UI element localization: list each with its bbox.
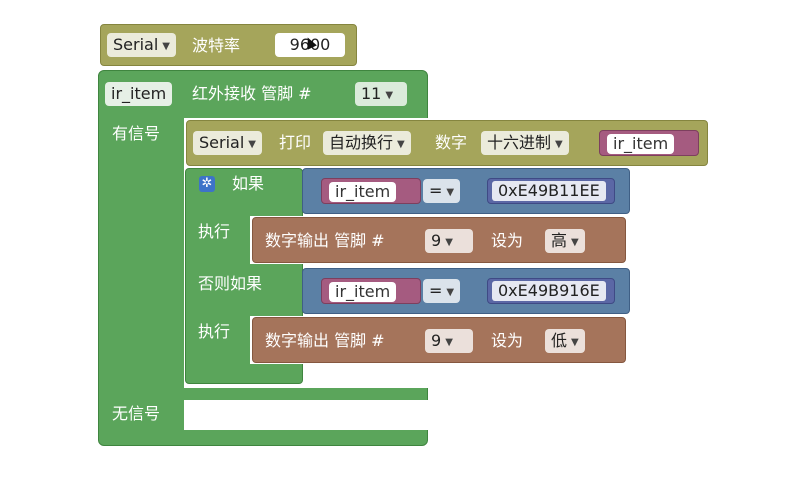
cond2-value: 0xE49B916E bbox=[492, 281, 606, 301]
serial-port-dropdown[interactable]: Serial▼ bbox=[107, 33, 176, 57]
dropdown-arrow-icon: ▼ bbox=[445, 337, 453, 348]
dropdown-arrow-icon: ▼ bbox=[162, 41, 170, 52]
cond2-value-field[interactable]: 0xE49B916E bbox=[487, 278, 615, 304]
dropdown-arrow-icon: ▼ bbox=[571, 237, 579, 248]
serial-port-value: Serial bbox=[113, 35, 159, 54]
print-label: 打印 bbox=[279, 133, 312, 152]
condition-2-block[interactable]: ir_item =▼ 0xE49B916E bbox=[302, 268, 630, 314]
baud-rate-value: 9600 bbox=[289, 35, 331, 54]
dw1-label: 数字输出 管脚 # bbox=[265, 231, 385, 250]
do-label-2: 执行 bbox=[198, 322, 231, 341]
ir-var-value: ir_item bbox=[111, 84, 167, 103]
condition-1-block[interactable]: ir_item =▼ 0xE49B11EE bbox=[302, 168, 630, 214]
dw2-value: 低 bbox=[551, 331, 568, 350]
dw1-pin-dropdown[interactable]: 9▼ bbox=[425, 229, 473, 253]
dropdown-arrow-icon: ▼ bbox=[397, 139, 405, 150]
dw1-set-label: 设为 bbox=[491, 231, 524, 250]
no-signal-label: 无信号 bbox=[112, 404, 161, 423]
number-label: 数字 bbox=[435, 133, 468, 152]
serial-print-port-value: Serial bbox=[199, 133, 245, 152]
ir-receive-label: 红外接收 管脚 # bbox=[192, 84, 312, 103]
dropdown-arrow-icon: ▼ bbox=[445, 237, 453, 248]
dw2-set-label: 设为 bbox=[491, 331, 524, 350]
has-signal-label: 有信号 bbox=[112, 124, 161, 143]
dropdown-arrow-icon: ▼ bbox=[446, 187, 455, 198]
do-label-1: 执行 bbox=[198, 222, 231, 241]
digital-write-2-block[interactable]: 数字输出 管脚 # 9▼ 设为 低▼ bbox=[252, 317, 626, 363]
baud-rate-field[interactable]: 9600 bbox=[275, 33, 345, 57]
cond2-operator-dropdown[interactable]: =▼ bbox=[423, 279, 461, 303]
cond1-value-field[interactable]: 0xE49B11EE bbox=[487, 178, 615, 204]
digital-write-1-block[interactable]: 数字输出 管脚 # 9▼ 设为 高▼ bbox=[252, 217, 626, 263]
dw1-value-dropdown[interactable]: 高▼ bbox=[545, 229, 585, 253]
format-dropdown[interactable]: 十六进制▼ bbox=[481, 131, 569, 155]
serial-print-block[interactable]: Serial▼ 打印 自动换行▼ 数字 十六进制▼ ir_item bbox=[186, 120, 708, 166]
print-var-block[interactable]: ir_item bbox=[599, 130, 699, 156]
ir-pin-dropdown[interactable]: 11▼ bbox=[355, 82, 407, 106]
elseif-label: 否则如果 bbox=[198, 274, 263, 293]
dw1-pin-value: 9 bbox=[431, 231, 442, 250]
cond2-var-block[interactable]: ir_item bbox=[321, 278, 421, 304]
dropdown-arrow-icon: ▼ bbox=[248, 139, 256, 150]
cond1-var-block[interactable]: ir_item bbox=[321, 178, 421, 204]
dw2-label: 数字输出 管脚 # bbox=[265, 331, 385, 350]
ir-pin-value: 11 bbox=[361, 84, 382, 103]
gear-icon[interactable]: ✲ bbox=[199, 176, 215, 192]
dw2-pin-dropdown[interactable]: 9▼ bbox=[425, 329, 473, 353]
newline-value: 自动换行 bbox=[329, 133, 394, 152]
cond1-var-value: ir_item bbox=[329, 182, 397, 202]
dropdown-arrow-icon: ▼ bbox=[555, 139, 563, 150]
cond2-operator-value: = bbox=[429, 281, 443, 300]
dw2-pin-value: 9 bbox=[431, 331, 442, 350]
ir-receive-socket-edge bbox=[184, 388, 224, 400]
cond1-operator-value: = bbox=[429, 181, 443, 200]
serial-print-port-dropdown[interactable]: Serial▼ bbox=[193, 131, 262, 155]
serial-begin-block[interactable]: Serial▼ 波特率 9600 bbox=[100, 24, 357, 66]
baud-rate-label: 波特率 bbox=[192, 36, 241, 55]
cond1-value: 0xE49B11EE bbox=[492, 181, 606, 201]
if-label: 如果 bbox=[232, 174, 265, 193]
dw2-value-dropdown[interactable]: 低▼ bbox=[545, 329, 585, 353]
dropdown-arrow-icon: ▼ bbox=[385, 90, 394, 101]
dropdown-arrow-icon: ▼ bbox=[446, 287, 455, 298]
print-var-value: ir_item bbox=[607, 134, 675, 154]
dw1-value: 高 bbox=[551, 231, 568, 250]
newline-dropdown[interactable]: 自动换行▼ bbox=[323, 131, 411, 155]
dropdown-arrow-icon: ▼ bbox=[571, 337, 579, 348]
ir-var-chip[interactable]: ir_item bbox=[105, 82, 173, 106]
format-value: 十六进制 bbox=[487, 133, 552, 152]
cond1-operator-dropdown[interactable]: =▼ bbox=[423, 179, 461, 203]
ir-receive-socket-nosignal bbox=[184, 400, 430, 430]
cond2-var-value: ir_item bbox=[329, 282, 397, 302]
